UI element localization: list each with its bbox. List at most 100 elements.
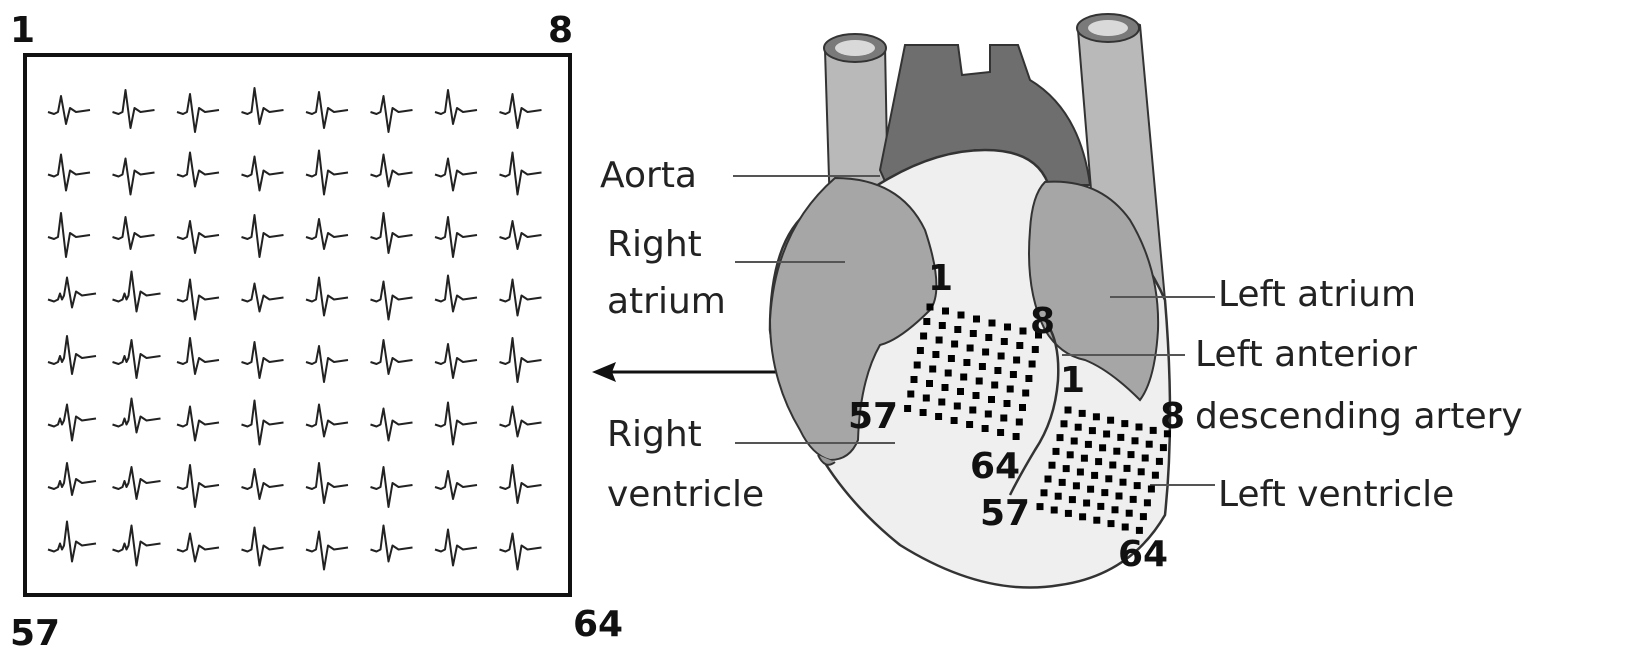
electrogram-trace — [435, 344, 477, 378]
electrode — [954, 403, 961, 410]
electrogram-trace — [500, 94, 542, 128]
lv-array-corner-8: 8 — [1160, 396, 1185, 437]
electrode — [1113, 448, 1120, 455]
electrode — [1156, 458, 1163, 465]
electrogram-trace — [306, 219, 348, 249]
label-aorta: Aorta — [600, 155, 697, 196]
electrogram-trace — [242, 215, 284, 257]
label-left-ventricle: Left ventricle — [1218, 474, 1454, 515]
electrogram-trace — [177, 221, 219, 253]
electrode — [938, 399, 945, 406]
electrogram-trace — [435, 217, 477, 257]
electrogram-trace — [306, 278, 348, 316]
electrode — [1120, 479, 1127, 486]
rv-array-corner-8: 8 — [1030, 301, 1055, 342]
electrode — [1097, 503, 1104, 510]
electrogram-trace — [371, 340, 413, 374]
electrode — [998, 353, 1005, 360]
electrogram-trace — [242, 401, 284, 445]
electrode — [1061, 420, 1068, 427]
electrode — [1025, 375, 1032, 382]
electrode — [1057, 434, 1064, 441]
electrogram-trace — [177, 94, 219, 132]
electrogram-trace — [371, 96, 413, 132]
electrode — [985, 334, 992, 341]
electrode — [1099, 444, 1106, 451]
electrode — [1053, 448, 1060, 455]
electrode — [1087, 486, 1094, 493]
electrode — [1083, 500, 1090, 507]
electrode — [1138, 468, 1145, 475]
electrode — [951, 341, 958, 348]
electrode — [939, 322, 946, 329]
electrode — [1136, 527, 1143, 534]
electrogram-trace — [113, 399, 161, 433]
electrode — [948, 355, 955, 362]
electrode — [935, 413, 942, 420]
electrogram-trace — [435, 403, 477, 445]
electrode — [1079, 513, 1086, 520]
electrode — [1150, 427, 1157, 434]
electrode — [904, 405, 911, 412]
electrogram-trace — [48, 155, 90, 191]
rv-array-corner-57: 57 — [848, 396, 898, 437]
electrode — [1019, 404, 1026, 411]
electrode — [1010, 371, 1017, 378]
electrogram-trace — [113, 340, 161, 378]
electrode — [1020, 328, 1027, 335]
electrode — [914, 362, 921, 369]
electrogram-trace — [500, 280, 542, 316]
electrode — [926, 380, 933, 387]
electrogram-trace — [371, 213, 413, 253]
electrode — [1093, 517, 1100, 524]
electrode — [1055, 493, 1062, 500]
electrogram-trace — [113, 159, 155, 195]
electrogram-trace — [500, 534, 542, 570]
electrode — [982, 349, 989, 356]
electrode — [1107, 417, 1114, 424]
electrode — [927, 304, 934, 311]
electrogram-trace — [48, 522, 96, 562]
panel-corner-bottom-right: 64 — [573, 604, 623, 645]
electrogram-trace — [177, 153, 219, 187]
electrogram-trace — [371, 155, 413, 187]
electrogram-trace — [306, 463, 348, 503]
electrogram-trace — [306, 346, 348, 382]
electrode — [979, 363, 986, 370]
electrode — [1126, 510, 1133, 517]
electrode — [1117, 434, 1124, 441]
electrode — [963, 359, 970, 366]
label-right-ventricle-line2: ventricle — [607, 474, 764, 515]
electrode — [1081, 455, 1088, 462]
electrogram-trace — [177, 338, 219, 374]
electrode — [1022, 390, 1029, 397]
electrode — [1067, 451, 1074, 458]
electrogram-trace — [177, 280, 219, 320]
electrode — [920, 333, 927, 340]
electrode — [932, 351, 939, 358]
electrogram-trace — [500, 221, 542, 249]
electrogram-trace — [306, 151, 348, 195]
electrogram-trace — [177, 407, 219, 441]
electrogram-trace — [435, 90, 477, 124]
electrode — [1148, 486, 1155, 493]
electrode — [973, 316, 980, 323]
electrode — [1136, 424, 1143, 431]
electrode — [1016, 419, 1023, 426]
electrode — [1108, 520, 1115, 527]
electrode — [1112, 506, 1119, 513]
electrode — [1130, 496, 1137, 503]
electrode — [1032, 346, 1039, 353]
electrogram-trace — [48, 278, 96, 308]
electrode — [1103, 431, 1110, 438]
electrode — [1000, 415, 1007, 422]
electrode — [989, 320, 996, 327]
electrode — [1160, 444, 1167, 451]
electrode — [958, 312, 965, 319]
electrogram-trace — [435, 276, 477, 312]
electrogram-trace — [48, 96, 90, 124]
electrode — [960, 374, 967, 381]
electrode — [1093, 413, 1100, 420]
electrode — [1004, 324, 1011, 331]
